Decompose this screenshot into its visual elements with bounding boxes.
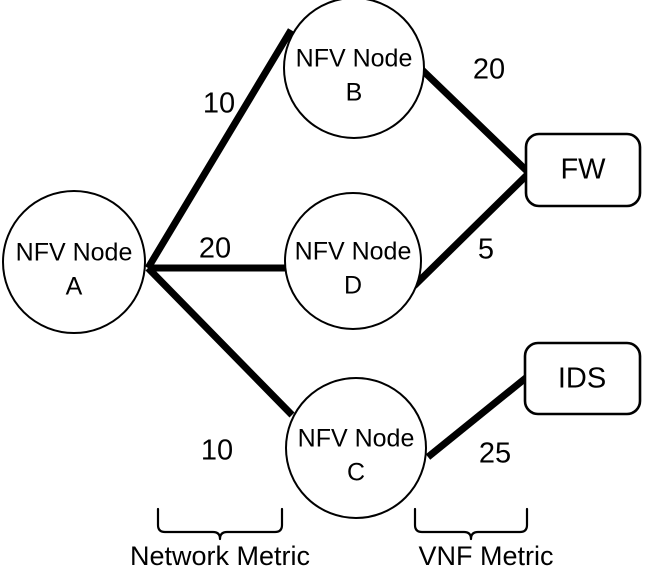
edges-layer	[144, 28, 532, 460]
edge-weight-labels: 10 20 10 20 5 25	[199, 54, 511, 470]
edge-c-to-ids	[425, 374, 530, 460]
edge-weight-b-fw: 20	[473, 54, 505, 86]
nfv-node-a[interactable]: NFV Node A	[2, 190, 146, 334]
network-metric-bracket-icon	[156, 507, 284, 541]
nfv-node-b[interactable]: NFV Node B	[283, 0, 425, 139]
nfv-node-a-label-line1: NFV Node	[16, 239, 133, 267]
nfv-node-c-circle	[285, 377, 427, 519]
vnf-metric-bracket-icon	[413, 507, 529, 541]
nfv-node-d-circle	[284, 192, 422, 330]
nfv-node-d-label-line1: NFV Node	[295, 238, 412, 266]
vnf-box-fw-rect	[524, 132, 642, 208]
nfv-node-c-label-line1: NFV Node	[298, 425, 415, 453]
edge-a-to-b	[144, 28, 295, 270]
edge-weight-a-d: 20	[199, 233, 231, 265]
nfv-node-d[interactable]: NFV Node D	[284, 192, 422, 330]
vnf-metric-caption: VNF Metric	[419, 541, 554, 571]
edge-a-to-c	[145, 265, 295, 418]
nfv-node-b-circle	[283, 0, 425, 139]
vnf-box-ids-label: IDS	[558, 363, 606, 395]
annotation-network-metric: Network Metric	[130, 507, 310, 571]
vnf-box-ids[interactable]: IDS	[523, 341, 642, 416]
vnf-box-ids-rect	[523, 341, 642, 416]
network-metric-caption: Network Metric	[130, 541, 310, 571]
nfv-node-c[interactable]: NFV Node C	[285, 377, 427, 519]
vnf-box-fw[interactable]: FW	[524, 132, 642, 208]
nfv-node-a-circle	[2, 190, 146, 334]
nfv-node-a-label-line2: A	[66, 273, 83, 301]
edge-weight-d-fw: 5	[478, 234, 494, 266]
vnf-box-fw-label: FW	[560, 154, 606, 186]
edge-weight-c-ids: 25	[479, 438, 511, 470]
nfv-node-b-label-line1: NFV Node	[296, 45, 413, 73]
edge-weight-a-c: 10	[201, 435, 233, 467]
edge-weight-a-b: 10	[203, 88, 235, 120]
edge-d-to-fw	[411, 170, 532, 289]
nfv-node-d-label-line2: D	[344, 272, 362, 300]
nfv-node-b-label-line2: B	[346, 79, 363, 107]
nfv-node-c-label-line2: C	[347, 459, 365, 487]
annotation-vnf-metric: VNF Metric	[413, 507, 554, 571]
edge-b-to-fw	[413, 61, 532, 176]
